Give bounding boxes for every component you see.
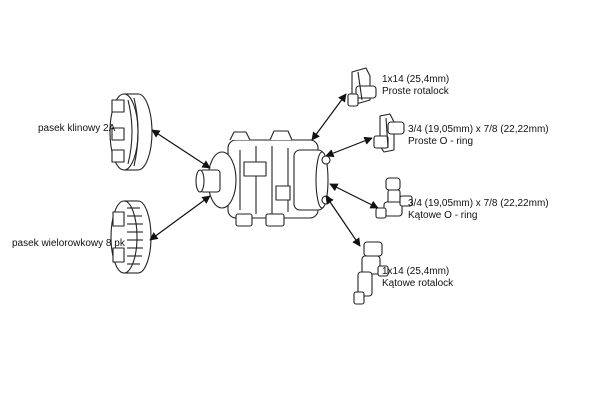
v-belt-label: pasek klinowy 2A (38, 123, 116, 134)
arrow-poly-v (149, 195, 211, 241)
fitting-2-size: 3/4 (19,05mm) x 7/8 (22,22mm) (408, 124, 549, 135)
fitting-straight-oring-icon (373, 113, 405, 153)
fitting-2-label: 3/4 (19,05mm) x 7/8 (22,22mm) Proste O -… (408, 124, 549, 148)
arrow-fitting-1 (311, 93, 347, 141)
fitting-angled-rotalock-icon (353, 241, 389, 305)
arrow-v-belt (151, 129, 211, 169)
fitting-1-label: 1x14 (25,4mm) Proste rotalock (382, 74, 449, 98)
fitting-4-size: 1x14 (25,4mm) (382, 266, 450, 277)
fitting-straight-rotalock-icon (347, 67, 377, 107)
fitting-2-type: Proste O - ring (408, 136, 474, 147)
v-belt-pulley-icon (109, 93, 153, 171)
fitting-3-size: 3/4 (19,05mm) x 7/8 (22,22mm) (408, 198, 549, 209)
fitting-3-type: Kątowe O - ring (408, 210, 478, 221)
arrow-fitting-2 (325, 136, 373, 158)
compressor-icon (195, 130, 331, 227)
poly-v-label: pasek wielorowkowy 8 pk (12, 238, 125, 249)
fitting-1-type: Proste rotalock (382, 86, 449, 97)
fitting-1-size: 1x14 (25,4mm) (382, 74, 450, 85)
poly-v-pulley-icon (110, 200, 152, 274)
fitting-4-type: Kątowe rotalock (382, 278, 454, 289)
fitting-angled-oring-icon (375, 177, 413, 219)
fitting-4-label: 1x14 (25,4mm) Kątowe rotalock (382, 266, 453, 290)
arrow-fitting-4 (325, 195, 361, 247)
fitting-3-label: 3/4 (19,05mm) x 7/8 (22,22mm) Kątowe O -… (408, 198, 549, 222)
arrow-fitting-3 (329, 183, 379, 209)
